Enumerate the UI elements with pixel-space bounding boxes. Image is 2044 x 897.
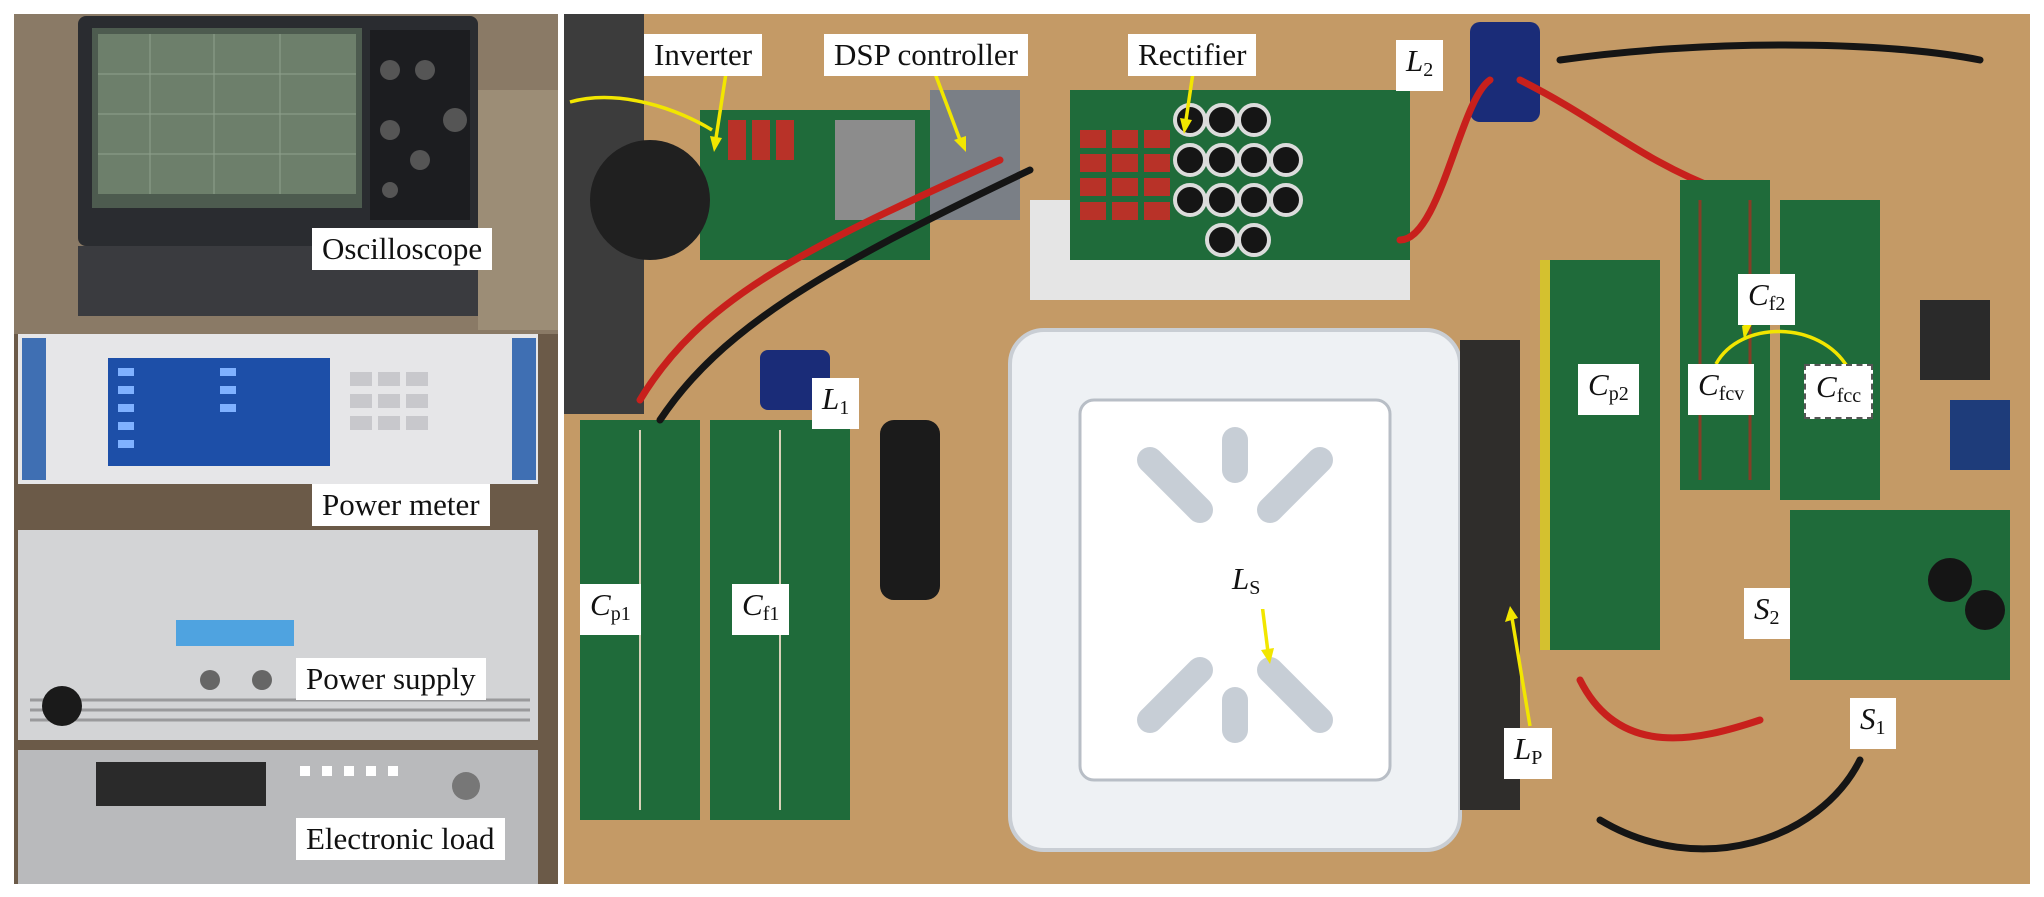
label-ls: LS — [1222, 558, 1271, 609]
label-electronic-load: Electronic load — [296, 818, 505, 860]
label-s1: S1 — [1850, 698, 1896, 749]
test-bench — [564, 14, 2030, 884]
arrow-lp — [1510, 617, 1532, 727]
label-l1: L1 — [812, 378, 860, 429]
arrow-ls — [1260, 603, 1270, 653]
label-power-meter: Power meter — [312, 484, 490, 526]
label-power-supply: Power supply — [296, 658, 486, 700]
label-cf1: Cf1 — [732, 584, 790, 635]
label-oscilloscope: Oscilloscope — [312, 228, 493, 270]
power-meter-device — [18, 334, 538, 484]
electronic-load-device — [18, 750, 538, 884]
label-cfcc: Cfcc — [1804, 364, 1874, 419]
label-cfcv: Cfcv — [1688, 364, 1755, 415]
label-lp: LP — [1504, 728, 1553, 779]
label-rectifier: Rectifier — [1128, 34, 1257, 76]
label-dsp-controller: DSP controller — [824, 34, 1028, 76]
label-s2: S2 — [1744, 588, 1790, 639]
label-cp2: Cp2 — [1578, 364, 1639, 415]
label-cf2: Cf2 — [1738, 274, 1796, 325]
power-supply-device — [18, 530, 538, 740]
label-inverter: Inverter — [644, 34, 763, 76]
label-l2: L2 — [1396, 40, 1444, 91]
arrow-cf2-switch — [1714, 329, 1850, 369]
instrument-rack — [14, 14, 558, 884]
label-cp1: Cp1 — [580, 584, 641, 635]
